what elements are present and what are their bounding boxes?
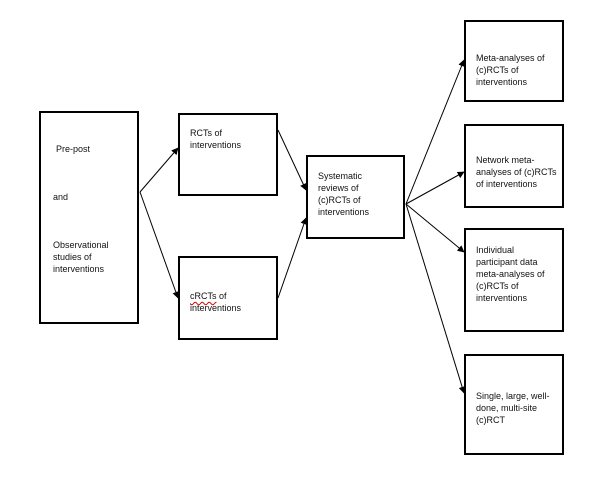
box-text-line: studies of — [53, 252, 92, 262]
box-text-line: participant data — [476, 257, 538, 267]
box-text-line: interventions — [190, 140, 242, 150]
box-meta-analyses: Meta-analyses of (c)RCTs of intervention… — [464, 20, 564, 102]
box-rcts-of-interventions: RCTs of interventions — [178, 113, 278, 196]
box-systematic-reviews: Systematic reviews of (c)RCTs of interve… — [306, 155, 405, 239]
spacer — [53, 215, 129, 227]
box-crcts-of-interventions: cRCTs of interventions — [178, 256, 278, 340]
spacer — [53, 227, 129, 239]
box-text-line: interventions — [476, 293, 528, 303]
box-text-line: interventions — [476, 77, 528, 87]
box-text-line: meta-analyses of — [476, 269, 545, 279]
box-text-line: interventions — [318, 207, 370, 217]
box-text-line: (c)RCTs of — [476, 65, 519, 75]
box-text-line: Systematic — [318, 171, 363, 181]
box-text-line: interventions — [190, 303, 242, 313]
box-text-line: and — [53, 192, 69, 202]
box-text-line: reviews of — [318, 183, 359, 193]
box-text-line: analyses of (c)RCTs — [476, 167, 557, 177]
box-text-line: Observational — [53, 240, 109, 250]
spacer — [53, 179, 129, 191]
box-text-line: done, multi-site — [476, 403, 538, 413]
box-text-line: (c)RCTs of — [476, 281, 519, 291]
box-text-line: cRCTs of — [190, 290, 268, 302]
box-text-line: Meta-analyses of — [476, 53, 545, 63]
arrow-sr-to-single — [405, 203, 466, 394]
box-text-line: Individual — [476, 245, 515, 255]
spellcheck-word: cRCTs — [190, 291, 217, 301]
box-pre-post-observational: Pre-post and Observational studies of in… — [39, 111, 139, 324]
box-text-line: Pre-post — [56, 144, 91, 154]
arrow-crcts-to-sr — [277, 217, 308, 299]
arrow-prepost-to-crcts — [139, 191, 180, 299]
box-individual-participant-data: Individual participant data meta-analyse… — [464, 228, 564, 332]
arrow-sr-to-nma — [405, 171, 465, 205]
arrow-rcts-to-sr — [277, 129, 307, 191]
box-text-line: of interventions — [476, 179, 538, 189]
box-text-fragment: of — [216, 291, 227, 301]
box-text-line: interventions — [53, 264, 105, 274]
arrow-sr-to-ipd — [405, 203, 465, 253]
spacer — [53, 131, 129, 143]
arrow-sr-to-ma — [405, 59, 465, 205]
box-text-line: (c)RCTs of — [318, 195, 361, 205]
spacer — [53, 155, 129, 167]
spacer — [53, 167, 129, 179]
box-network-meta-analyses: Network meta- analyses of (c)RCTs of int… — [464, 124, 564, 208]
box-single-large-rct: Single, large, well- done, multi-site (c… — [464, 354, 564, 455]
spacer — [53, 119, 129, 131]
box-text-line: Network meta- — [476, 155, 535, 165]
spacer — [53, 203, 129, 215]
box-text-line: (c)RCT — [476, 415, 505, 425]
box-text-line: RCTs of — [190, 128, 223, 138]
box-text-line: Single, large, well- — [476, 391, 550, 401]
arrow-prepost-to-rcts — [139, 147, 179, 193]
